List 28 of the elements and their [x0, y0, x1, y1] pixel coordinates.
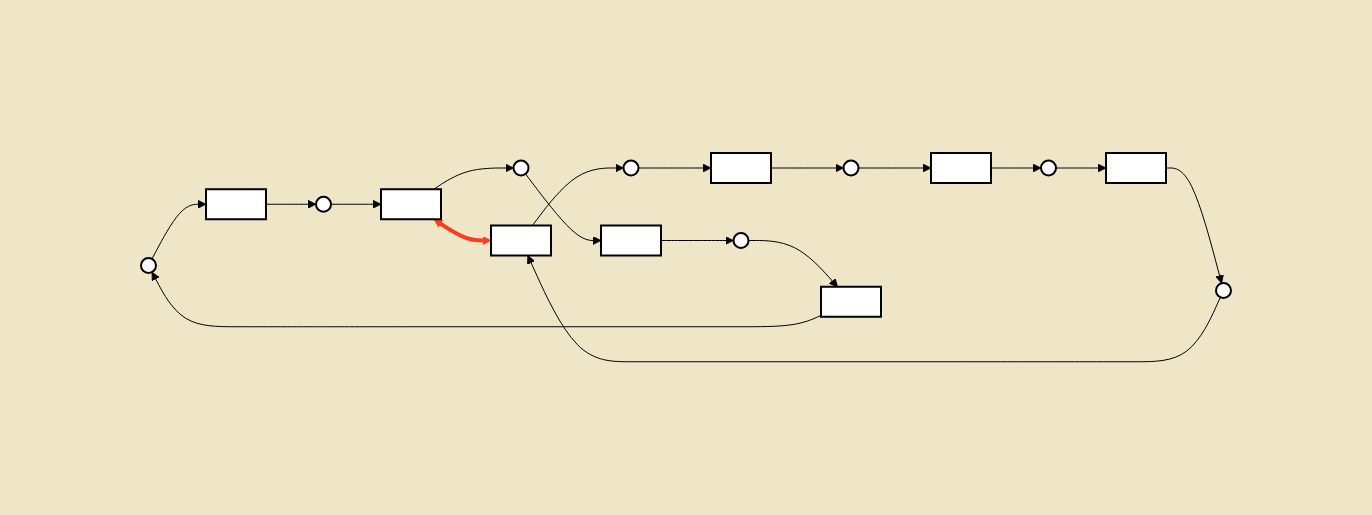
node-box: [710, 152, 772, 185]
arrow: [151, 271, 822, 328]
arrow: [1055, 163, 1107, 173]
node-circle: [622, 159, 640, 177]
arrow: [638, 163, 712, 173]
node-box: [380, 188, 442, 221]
node-circle: [1215, 282, 1232, 300]
node-circle: [315, 195, 332, 213]
arrow: [748, 240, 838, 288]
node-circle: [512, 159, 530, 177]
arrow: [525, 173, 602, 246]
node-box: [490, 224, 552, 257]
arrow: [433, 163, 514, 190]
arrow: [151, 200, 207, 260]
arrow: [858, 163, 932, 173]
node-box: [600, 224, 662, 257]
arrow: [330, 200, 382, 209]
node-circle: [140, 257, 157, 275]
arrow: [527, 255, 1221, 363]
node-box: [930, 152, 992, 185]
node-box: [820, 285, 882, 318]
node-circle: [842, 159, 860, 177]
arrow: [531, 163, 624, 227]
node-box: [1105, 152, 1167, 185]
node-box: [205, 188, 267, 221]
arrow: [433, 219, 492, 246]
node-circle: [732, 232, 750, 250]
node-circle: [1040, 159, 1057, 177]
